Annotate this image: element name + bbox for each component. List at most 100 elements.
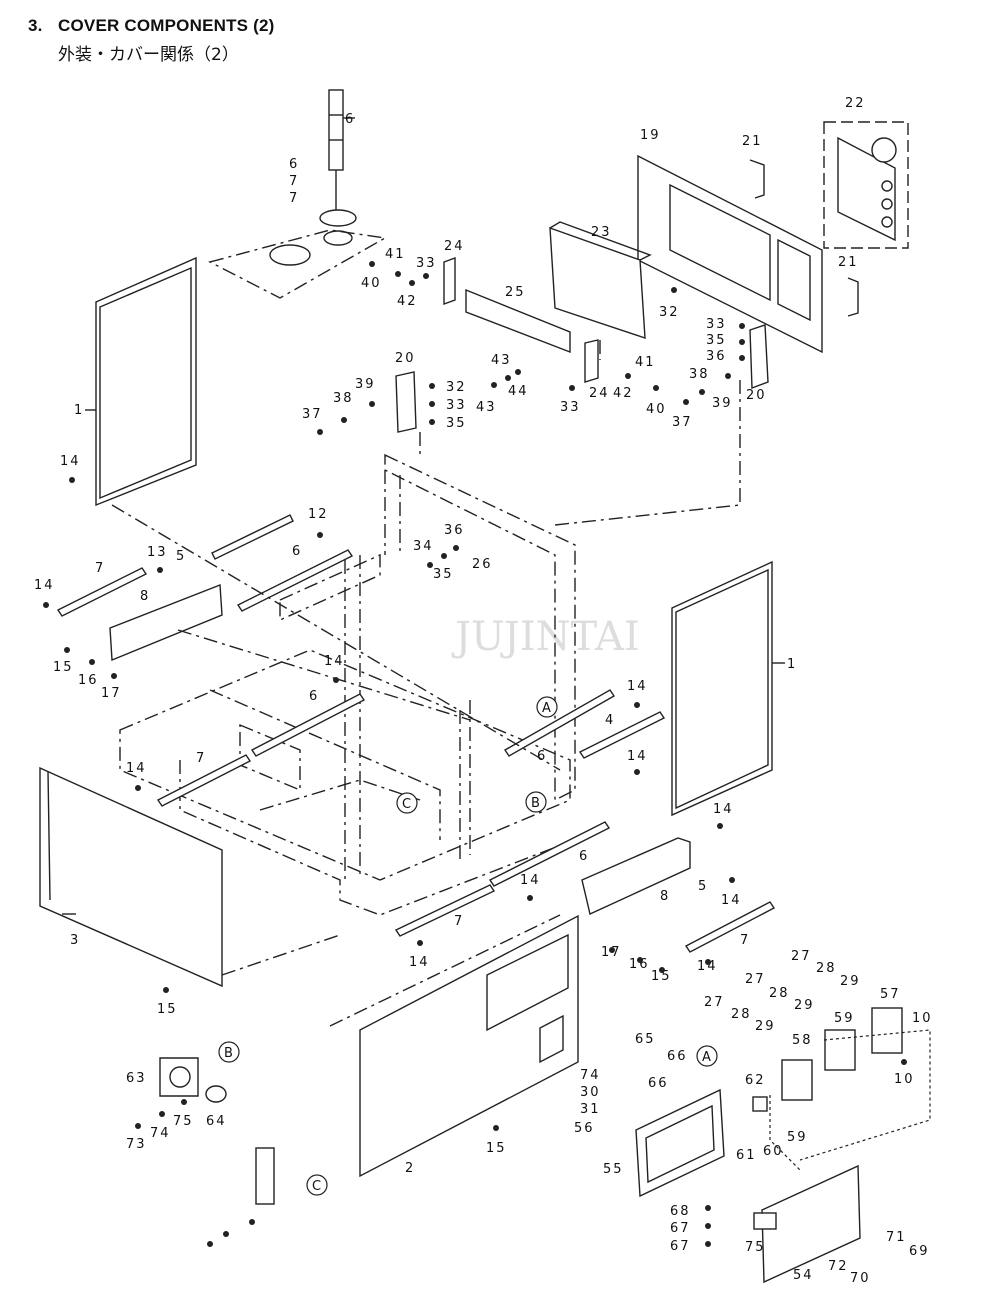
ref-marker-b-2-label: B [224, 1046, 235, 1061]
callout-11: 6 [289, 157, 299, 172]
callout-18b: 17 [601, 945, 622, 960]
callout-39b: 36 [706, 349, 727, 364]
callout-1-right: 1 [787, 657, 797, 672]
callout-14j: 14 [721, 893, 742, 908]
callout-37a: 32 [446, 380, 467, 395]
bracket-20-left [395, 371, 417, 433]
callout-45a: 42 [397, 294, 418, 309]
callout-55: 60 [763, 1144, 784, 1159]
callout-52: 57 [880, 987, 901, 1002]
callout-6b: 6 [537, 749, 547, 764]
callout-20a: 20 [395, 351, 416, 366]
callout-53b: 59 [834, 1011, 855, 1026]
callout-40a: 37 [302, 407, 323, 422]
ref-marker-a-1 [536, 696, 558, 718]
bracket-25 [465, 288, 571, 354]
section-title-text: COVER COMPONENTS (2) [58, 16, 275, 35]
breaker-53b [824, 1029, 856, 1071]
ref-marker-a-2 [696, 1045, 718, 1067]
callout-46: 43 [476, 400, 497, 415]
callout-43a: 40 [361, 276, 382, 291]
callout-15d: 15 [486, 1141, 507, 1156]
callout-23: 23 [591, 225, 612, 240]
callout-15c: 15 [157, 1002, 178, 1017]
cover-3 [39, 766, 223, 988]
callout-24b: 24 [589, 386, 610, 401]
callout-labels: 6 6 7 7 1 14 19 21 21 22 23 24 25 41 33 … [34, 96, 933, 1286]
part-73 [255, 1147, 275, 1205]
fastener-dots [43, 261, 907, 1247]
callout-32: 32 [659, 305, 680, 320]
callout-56: 61 [736, 1148, 757, 1163]
reference-markers: A A B B C C [218, 696, 718, 1196]
callout-14a: 12 [308, 507, 329, 522]
part-57 [752, 1096, 768, 1112]
callout-14f: 14 [324, 654, 345, 669]
callout-6d: 6 [579, 849, 589, 864]
plate-49 [761, 1164, 861, 1284]
callout-28a: 28 [816, 961, 837, 976]
callout-39a: 35 [446, 416, 467, 431]
callout-49: 54 [793, 1268, 814, 1283]
callout-10a: 10 [912, 1011, 933, 1026]
callout-16a: 15 [53, 660, 74, 675]
leader-lines [111, 340, 741, 1027]
bracket-24-right [584, 339, 599, 383]
callout-25: 25 [505, 285, 526, 300]
callout-66b: 70 [850, 1271, 871, 1286]
upper-right-assembly [395, 121, 909, 433]
part-59 [205, 1085, 227, 1103]
callout-63: 67 [670, 1239, 691, 1254]
callout-2: 2 [405, 1161, 415, 1176]
callout-54: 59 [787, 1130, 808, 1145]
ref-marker-c-2-label: C [312, 1179, 323, 1194]
callout-47: 43 [491, 353, 512, 368]
callout-6c: 6 [309, 689, 319, 704]
main-frame [119, 453, 601, 916]
callout-71: 74 [580, 1068, 601, 1083]
callout-8b: 8 [660, 889, 670, 904]
callout-6a: 6 [292, 544, 302, 559]
callout-21a: 21 [742, 134, 763, 149]
section-title: 3. COVER COMPONENTS (2) [28, 16, 275, 36]
watermark: JUJINTAI [451, 614, 640, 660]
callout-58: 63 [126, 1071, 147, 1086]
callout-7a: 7 [95, 561, 105, 576]
duct-8-left [109, 584, 223, 662]
callout-5a: 5 [176, 549, 186, 564]
section-number: 3. [28, 16, 43, 35]
part-72 [753, 1212, 777, 1230]
callout-62: 66 [667, 1049, 688, 1064]
callout-12: 7 [289, 174, 299, 189]
electrical-parts [159, 1007, 931, 1284]
callout-17b: 16 [629, 957, 650, 972]
callout-37b: 33 [706, 317, 727, 332]
callout-50: 55 [603, 1162, 624, 1177]
callout-41b: 38 [689, 367, 710, 382]
callout-69: 74 [150, 1126, 171, 1141]
callout-65: 68 [670, 1204, 691, 1219]
callout-29b: 29 [794, 998, 815, 1013]
callout-31: 31 [580, 1102, 601, 1117]
callout-34: 34 [413, 539, 434, 554]
top-plate-assembly [208, 89, 388, 299]
callout-7b: 7 [196, 751, 206, 766]
callout-44b: 41 [635, 355, 656, 370]
callout-27c: 27 [704, 995, 725, 1010]
callout-16b: 15 [651, 969, 672, 984]
callout-7d: 7 [740, 933, 750, 948]
callout-17a: 16 [78, 673, 99, 688]
control-box-22 [823, 121, 909, 249]
side-cover-1-right [671, 560, 785, 817]
callout-60: 65 [635, 1032, 656, 1047]
front-panel-19 [637, 154, 823, 354]
callout-35: 35 [433, 567, 454, 582]
callout-40b: 37 [672, 415, 693, 430]
rails [56, 514, 776, 953]
callout-14g: 14 [126, 761, 147, 776]
callout-70: 75 [173, 1114, 194, 1129]
callout-67a: 71 [886, 1230, 907, 1245]
frame-50 [635, 1088, 725, 1198]
callout-29c: 29 [755, 1019, 776, 1034]
cover-23 [549, 226, 646, 339]
